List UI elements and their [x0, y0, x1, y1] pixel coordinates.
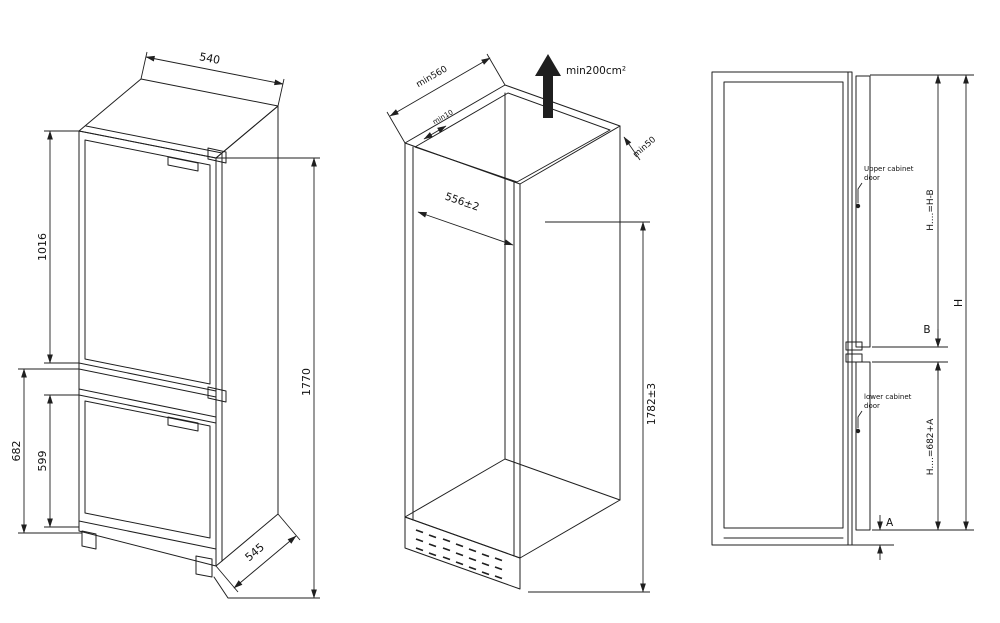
lower-cabinet-door-panel	[855, 361, 871, 531]
dimension-line	[233, 535, 297, 589]
niche-min-rear-gap-dimension: min50	[623, 135, 658, 161]
extension-line	[528, 221, 650, 593]
upper-door-callout: Upper cabinet door	[855, 165, 914, 209]
extension-line	[44, 394, 79, 528]
extension-line	[386, 53, 506, 144]
fridge-lower-handle	[167, 416, 199, 432]
upper-cabinet-door-panel	[855, 75, 871, 348]
niche-min-rear-gap-dim-label: min50	[631, 135, 658, 160]
gap-b-dimension: B	[923, 324, 941, 380]
fridge-side-face	[215, 105, 279, 567]
niche-min-front-gap-dim-label: min10	[431, 108, 454, 126]
niche-inner-width-dimension: 556±2	[417, 191, 514, 246]
dimension-line	[389, 57, 491, 117]
cabinet-body	[711, 71, 871, 546]
lower-door-height-dim-label: H....=682+A	[926, 418, 936, 475]
fridge-body	[78, 78, 279, 599]
cabinet-outer-outline	[711, 71, 853, 546]
fridge-width-dimension: 540	[140, 50, 285, 107]
leader-line	[857, 410, 863, 428]
fridge-lower-section-dim-label: 682	[10, 441, 23, 462]
vent-area-label: min200cm²	[566, 65, 626, 77]
door-hinge-lower	[845, 353, 863, 363]
fridge-total-height-dimension: 1770	[216, 157, 320, 599]
lower-door-label-line2: door	[864, 402, 880, 410]
lower-door-height-dimension: H....=682+A	[926, 361, 941, 531]
fridge-foot-left	[81, 530, 97, 550]
bottom-gap-a-dim-label: A	[886, 517, 894, 529]
fridge-depth-dim-label: 545	[243, 541, 267, 564]
niche-vent-grille	[415, 529, 503, 580]
fridge-door-divider-lines	[78, 362, 217, 424]
extension-line	[852, 74, 974, 546]
extension-line	[44, 130, 79, 364]
dimension-line	[623, 136, 641, 161]
airflow-arrow-icon	[535, 54, 561, 118]
niche-inner-height-dim-label: 1782±3	[646, 383, 658, 425]
niche-top-inner-frame	[414, 92, 611, 183]
niche-isometric-view: min200cm² min560 min10 min50 556±2 1782±…	[386, 53, 658, 593]
fridge-upper-height-dim-label: 1016	[36, 233, 49, 261]
leader-dot	[855, 203, 861, 209]
niche-min-depth-dim-label: min560	[415, 64, 450, 90]
fridge-width-dim-label: 540	[198, 50, 221, 67]
gap-b-dim-label: B	[923, 324, 930, 336]
niche-floor-back-edge	[504, 458, 621, 501]
fridge-total-height-dim-label: 1770	[300, 368, 313, 396]
fridge-plinth-line	[78, 520, 217, 550]
extension-line	[18, 368, 82, 534]
fridge-front-face	[78, 130, 217, 567]
total-height-dim-label: H	[952, 299, 965, 307]
fridge-bottom-corner-line	[213, 576, 229, 599]
niche-floor-left-edge	[404, 458, 506, 518]
fridge-foot-right	[195, 555, 213, 578]
bottom-gap-a-dimension: A	[877, 515, 894, 560]
fridge-upper-door-panel	[84, 139, 211, 385]
lower-door-callout: lower cabinet door	[855, 393, 912, 434]
cabinet-inner-outline	[723, 81, 844, 529]
upper-door-label-line2: door	[864, 174, 880, 182]
total-height-dimension: H	[952, 74, 969, 531]
upper-door-height-dimension: H....=H-B	[926, 74, 941, 348]
leader-line	[857, 182, 863, 203]
fridge-lower-section-dimension: 682	[10, 368, 82, 534]
dimension-line	[417, 211, 514, 246]
niche-inner-width-dim-label: 556±2	[443, 191, 481, 214]
fridge-lower-door-dimension: 599	[36, 394, 79, 528]
niche-bottom-right-edge	[519, 499, 621, 559]
leader-dot	[855, 428, 861, 434]
niche-box	[404, 84, 621, 590]
fridge-lower-door-dim-label: 599	[36, 451, 49, 472]
fridge-top-face	[78, 78, 279, 159]
dimension-line	[145, 55, 284, 86]
upper-door-label-line1: Upper cabinet	[864, 165, 914, 173]
fridge-upper-height-dimension: 1016	[36, 130, 79, 364]
niche-min-depth-dimension: min560	[386, 53, 506, 144]
niche-plinth-panel	[404, 516, 521, 590]
door-hinge-upper	[845, 341, 863, 351]
section-extension-lines	[852, 74, 974, 546]
lower-door-label-line1: lower cabinet	[864, 393, 912, 401]
fridge-depth-dimension: 545	[215, 513, 301, 593]
dimension-line	[423, 125, 447, 140]
fridge-mid-hinge	[207, 386, 227, 403]
vent-requirement: min200cm²	[535, 54, 626, 118]
niche-min-front-gap-dimension: min10	[423, 108, 455, 140]
fridge-upper-handle	[167, 156, 199, 172]
upper-door-height-dim-label: H....=H-B	[926, 189, 936, 230]
extension-line	[216, 157, 320, 599]
niche-inner-height-dimension: 1782±3	[528, 221, 658, 593]
fridge-top-hinge	[207, 147, 227, 164]
fridge-isometric-view: 540 1016 682 599 1770 545	[10, 50, 320, 599]
cabinet-section-view: Upper cabinet door lower cabinet door H.…	[711, 71, 974, 560]
fridge-top-step-line	[85, 125, 223, 154]
